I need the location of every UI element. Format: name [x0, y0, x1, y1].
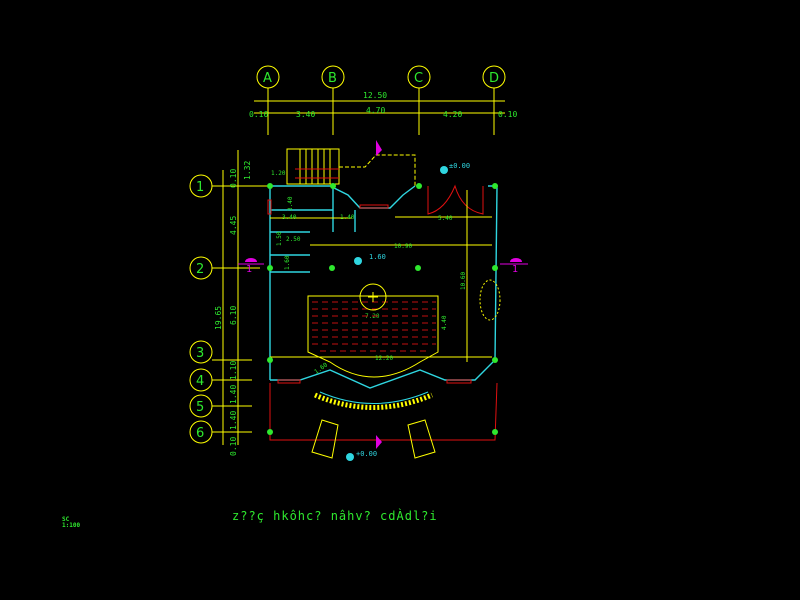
axis-label: 1 — [196, 180, 204, 195]
scale-line-2: 1:100 — [62, 522, 81, 529]
axis-bubble-d — [482, 65, 506, 89]
dim-text: 1.60 — [284, 255, 291, 270]
section-label: 1 — [246, 264, 252, 275]
dim-text: 0.10 — [229, 169, 238, 188]
dim-text: 1.10 — [229, 361, 238, 380]
front-stairs — [311, 419, 436, 459]
interior-dimensions: 1.20 3.40 1.40 5.40 2.50 1.50 1.60 10.90… — [270, 170, 492, 376]
axis-label: D — [489, 71, 499, 86]
axis-label: C — [414, 71, 423, 86]
level-text: +0.00 — [356, 450, 377, 458]
dim-text: 4.45 — [229, 216, 238, 235]
dim-text: 5.40 — [438, 215, 453, 222]
level-text: ±0.00 — [449, 162, 470, 170]
section-marks: 1 1 — [238, 258, 528, 275]
level-text: 1.60 — [369, 253, 386, 261]
dim-text: 1.40 — [229, 385, 238, 404]
dim-text: 0.10 — [498, 110, 517, 119]
dim-text: 0.10 — [249, 110, 268, 119]
dim-text: 1.20 — [271, 170, 286, 177]
dim-text: 1.40 — [340, 214, 355, 221]
platform — [307, 283, 439, 378]
axis-label: B — [328, 71, 337, 86]
dim-text: 3.40 — [287, 196, 294, 211]
dim-text: 0.10 — [229, 437, 238, 456]
dim-text: 3.40 — [296, 110, 315, 119]
level-markers: ±0.00 1.60 +0.00 — [346, 162, 470, 461]
left-dimensions: 0.10 1.32 4.45 19.65 6.10 1.10 1.40 1.40… — [214, 161, 252, 456]
dim-text: 12.50 — [363, 91, 387, 100]
axis-label: 6 — [196, 426, 204, 441]
dim-text: 2.50 — [286, 236, 301, 243]
axis-bubble-b — [321, 65, 345, 89]
dim-text: 1.32 — [243, 161, 252, 180]
dim-text: 10.60 — [460, 272, 467, 290]
dim-text: 6.10 — [229, 306, 238, 325]
dim-text: 4.40 — [441, 315, 448, 330]
dim-text: 3.40 — [282, 214, 297, 221]
axis-label: 2 — [196, 262, 204, 277]
dim-text: 12.20 — [375, 355, 393, 362]
drawing-title: z??ç hkôhc? nâhv? cdÀdl?i — [232, 509, 438, 523]
axis-label: 3 — [196, 346, 204, 361]
column-points — [267, 183, 498, 435]
dim-text: 4.20 — [443, 110, 462, 119]
dim-text: 19.65 — [214, 306, 223, 330]
axis-label: A — [263, 71, 272, 86]
dim-text: 1.40 — [229, 411, 238, 430]
section-label: 1 — [512, 264, 518, 275]
building-walls — [267, 184, 498, 441]
section-marker — [376, 140, 382, 156]
column-axes: A B C D — [256, 65, 506, 135]
top-dimensions: 12.50 0.10 3.40 4.70 4.20 0.10 — [249, 91, 517, 119]
dim-text: 1.50 — [276, 231, 283, 246]
axis-label: 4 — [196, 374, 204, 389]
axis-bubble-c — [407, 65, 431, 89]
scale-line-1: SC — [62, 516, 70, 523]
planting — [314, 279, 501, 410]
axis-bubble-a — [256, 65, 280, 89]
dim-text: 10.90 — [394, 243, 412, 250]
top-stair — [286, 140, 416, 186]
scale-label: SC 1:100 — [62, 517, 80, 529]
dim-text: 4.70 — [366, 106, 385, 115]
axis-label: 5 — [196, 400, 204, 415]
